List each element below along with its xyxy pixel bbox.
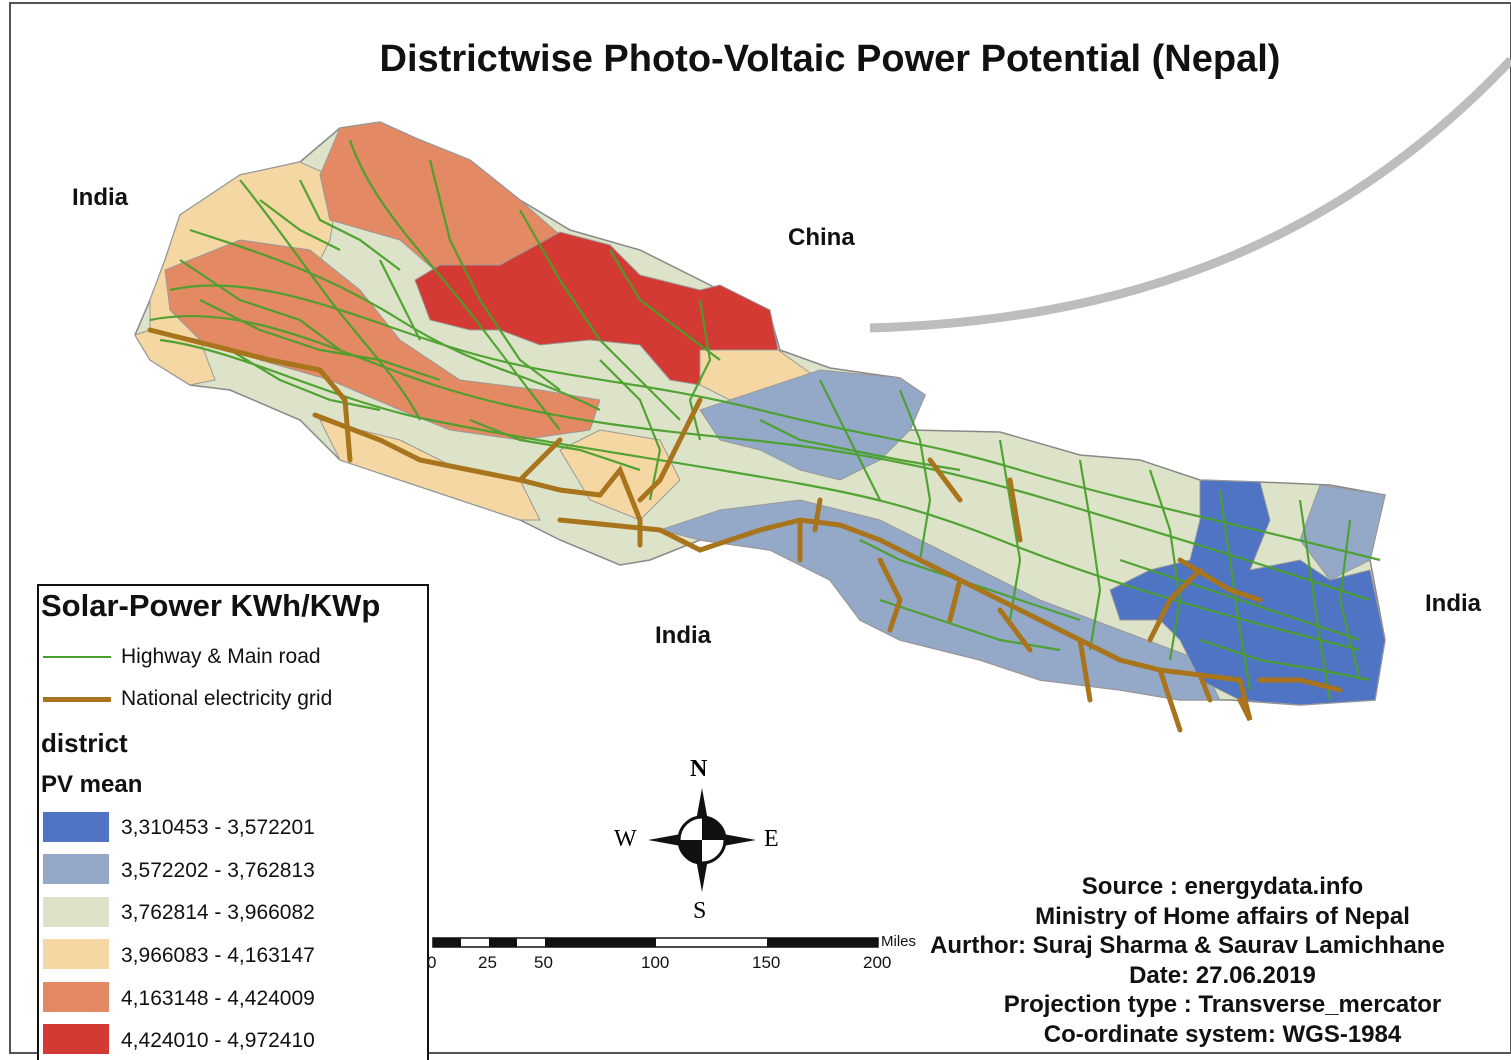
scale-tick-50: 50 — [534, 953, 553, 972]
legend-class-5-swatch — [43, 982, 109, 1012]
label-india-west: India — [72, 184, 129, 211]
scale-tick-150: 150 — [752, 953, 781, 972]
map-title: Districtwise Photo-Voltaic Power Potenti… — [379, 38, 1281, 80]
legend-class-1-label: 3,310453 - 3,572201 — [121, 816, 315, 839]
label-india-east: India — [1425, 590, 1482, 617]
scale-tick-200: 200 — [863, 953, 892, 972]
scale-tick-0: 0 — [427, 953, 437, 972]
compass-s: S — [693, 898, 707, 924]
legend-field-name: PV mean — [41, 771, 143, 798]
scale-tick-100: 100 — [641, 953, 670, 972]
legend-class-4-label: 3,966083 - 4,163147 — [121, 944, 315, 967]
compass-w: W — [614, 826, 637, 852]
legend-class-2-swatch — [43, 854, 109, 884]
legend-class-6-swatch — [43, 1024, 109, 1054]
info-coordinate-system: Co-ordinate system: WGS-1984 — [1043, 1020, 1402, 1048]
legend-class-6-label: 4,424010 - 4,972410 — [121, 1029, 315, 1052]
compass-e: E — [764, 826, 779, 852]
legend-title: Solar-Power KWh/KWp — [41, 588, 381, 623]
legend-road-swatch — [43, 656, 111, 658]
info-author: Aurthor: Suraj Sharma & Saurav Lamichhan… — [930, 932, 1445, 959]
label-china: China — [788, 224, 855, 251]
map-legend: Solar-Power KWh/KWp Highway & Main road … — [37, 584, 429, 1060]
label-india-south: India — [655, 622, 712, 649]
info-ministry: Ministry of Home affairs of Nepal — [1035, 902, 1410, 930]
scale-tick-25: 25 — [478, 953, 497, 972]
legend-layer-name: district — [41, 728, 128, 758]
legend-grid-swatch — [43, 697, 111, 702]
legend-grid-label: National electricity grid — [121, 687, 333, 710]
info-source: Source : energydata.info — [1081, 873, 1364, 900]
legend-road-label: Highway & Main road — [121, 645, 321, 668]
legend-class-4-swatch — [43, 939, 109, 969]
legend-class-3-label: 3,762814 - 3,966082 — [121, 901, 315, 924]
compass-n: N — [690, 756, 708, 782]
scale-bar — [432, 937, 879, 948]
legend-class-3-swatch — [43, 897, 109, 927]
north-arrow-compass — [648, 788, 756, 892]
scale-unit: Miles — [881, 933, 917, 950]
info-date: Date: 27.06.2019 — [1129, 961, 1316, 989]
decorative-arc — [869, 56, 1511, 333]
road-network — [149, 139, 1381, 701]
electricity-grid — [147, 327, 1343, 733]
map-info-block: Source : energydata.info Ministry of Hom… — [930, 872, 1511, 1049]
legend-class-5-label: 4,163148 - 4,424009 — [121, 987, 315, 1010]
info-projection: Projection type : Transverse_mercator — [1003, 991, 1442, 1018]
legend-class-1-swatch — [43, 812, 109, 842]
legend-class-2-label: 3,572202 - 3,762813 — [121, 859, 315, 882]
